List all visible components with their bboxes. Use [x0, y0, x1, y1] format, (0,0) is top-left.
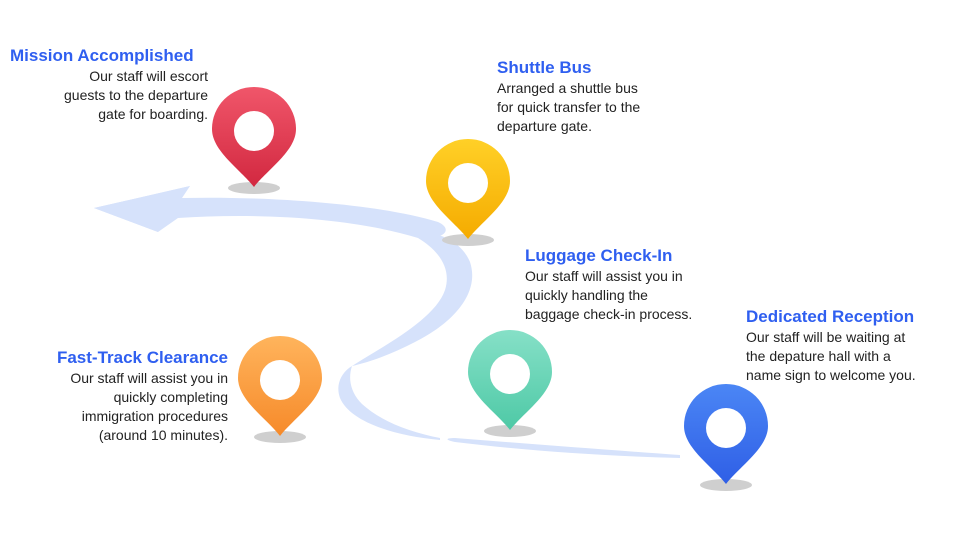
step-05-title: Mission Accomplished [10, 46, 194, 65]
pin-number: 01 [718, 420, 734, 436]
pin-01: 01 [684, 384, 768, 484]
step-03-title: Fast-Track Clearance [56, 348, 228, 367]
step-01-line-1: Our staff will be waiting at [746, 329, 906, 345]
step-03-line-3: immigration procedures [81, 408, 228, 424]
pin-05: 05 [212, 87, 296, 187]
pin-inner-circle [234, 111, 274, 151]
step-05-line-2: guests to the departure [64, 87, 208, 103]
step-05-line-3: gate for boarding. [98, 106, 208, 122]
step-02-line-1: Our staff will assist you in [525, 268, 683, 284]
pin-shadow-05 [228, 182, 280, 194]
pin-number: 03 [272, 372, 288, 388]
pin-03: 03 [238, 336, 322, 436]
step-01-line-3: name sign to welcome you. [746, 367, 916, 383]
pin-inner-circle [706, 408, 746, 448]
route-segment-bottom [447, 438, 680, 458]
step-02-line-3: baggage check-in process. [525, 306, 693, 322]
route-path [94, 186, 680, 458]
pin-shadows [228, 182, 752, 491]
step-02-text: Luggage Check-In Our staff will assist y… [525, 245, 735, 324]
route-segment-top [94, 186, 446, 239]
step-03-line-1: Our staff will assist you in [70, 370, 228, 386]
step-02-line-2: quickly handling the [525, 287, 648, 303]
step-01-text: Dedicated Reception Our staff will be wa… [746, 306, 951, 385]
step-04-line-1: Arranged a shuttle bus [497, 80, 638, 96]
pin-inner-circle [448, 163, 488, 203]
step-05-line-1: Our staff will escort [89, 68, 208, 84]
pin-number: 02 [502, 366, 518, 382]
pin-shadow-03 [254, 431, 306, 443]
step-03-text: Fast-Track Clearance Our staff will assi… [20, 347, 228, 445]
route-segment-middle [352, 234, 473, 366]
pin-04: 04 [426, 139, 510, 239]
pin-inner-circle [260, 360, 300, 400]
step-04-line-3: departure gate. [497, 118, 592, 134]
pin-number: 05 [246, 123, 262, 139]
step-04-line-2: for quick transfer to the [497, 99, 641, 115]
step-03-line-2: quickly completing [113, 389, 228, 405]
step-02-title: Luggage Check-In [525, 246, 673, 265]
step-04-title: Shuttle Bus [497, 58, 592, 77]
pin-shadow-01 [700, 479, 752, 491]
pin-shadow-04 [442, 234, 494, 246]
pin-number: 04 [460, 175, 476, 191]
step-01-title: Dedicated Reception [746, 307, 915, 326]
route-arrowhead [94, 186, 190, 232]
step-01-line-2: the depature hall with a [746, 348, 891, 364]
step-05-text: Mission Accomplished Our staff will esco… [10, 45, 208, 124]
pin-02: 02 [468, 330, 552, 430]
route-segment-lower-left [338, 366, 440, 440]
pin-inner-circle [490, 354, 530, 394]
step-04-text: Shuttle Bus Arranged a shuttle bus for q… [497, 57, 697, 136]
step-03-line-4: (around 10 minutes). [98, 427, 228, 443]
pin-shadow-02 [484, 425, 536, 437]
